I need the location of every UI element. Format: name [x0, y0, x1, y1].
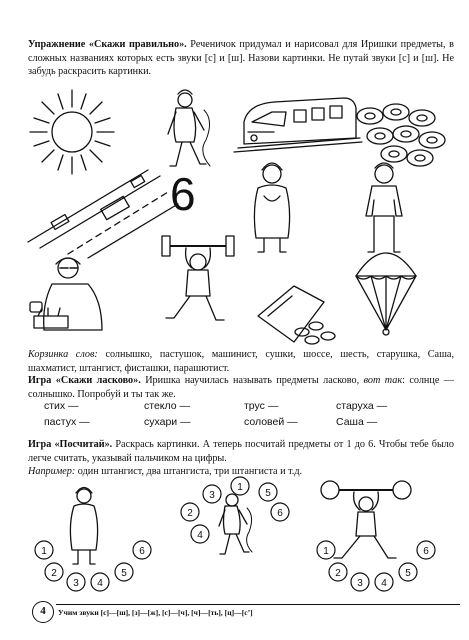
boy-icon — [365, 162, 403, 253]
game-affection-italic: вот так — [363, 375, 403, 386]
exercise-intro: Упражнение «Скажи правильно». Реченичок … — [28, 38, 454, 79]
number-circle: 4 — [190, 524, 210, 544]
number-circle: 2 — [180, 502, 200, 522]
exercise-title: Упражнение «Скажи правильно». — [28, 39, 187, 50]
example-label: Например: — [28, 466, 76, 478]
svg-text:5: 5 — [265, 488, 271, 499]
word-basket-list: солнышко, пастушок, машинист, сушки, шос… — [28, 349, 454, 374]
page-number: 4 — [32, 601, 54, 623]
footer-divider — [56, 604, 460, 605]
svg-text:6: 6 — [423, 546, 429, 557]
word-cell: соловей — — [244, 416, 298, 428]
svg-text:1: 1 — [237, 482, 243, 493]
svg-text:2: 2 — [51, 568, 57, 579]
game-affection-title: Игра «Скажи ласково». — [28, 375, 141, 386]
number-circle: 6 — [270, 502, 290, 522]
parachutist-icon — [355, 252, 417, 336]
number-circle: 2 — [328, 562, 348, 582]
number-circle: 3 — [66, 572, 86, 592]
svg-text:4: 4 — [97, 578, 103, 589]
number-circle: 2 — [44, 562, 64, 582]
pretzels-icon — [356, 103, 446, 167]
svg-text:5: 5 — [405, 568, 411, 579]
number-circle: 5 — [258, 482, 278, 502]
svg-text:3: 3 — [209, 490, 215, 501]
game-count: Игра «Посчитай». Раскрась картинки. А те… — [28, 438, 454, 479]
svg-text:1: 1 — [41, 546, 47, 557]
word-cell: пастух — — [44, 416, 90, 428]
counting-numbers-group-3: 1 2 3 4 5 6 — [316, 540, 436, 592]
game-affection: Игра «Скажи ласково». Иришка научилась н… — [28, 374, 454, 401]
weightlifter-small-icon — [320, 480, 412, 559]
word-basket-label: Корзинка слов: — [28, 349, 98, 360]
exercise-text: Реченичок придумал и нарисовал для Иришк… — [28, 39, 454, 78]
weightlifter-icon — [161, 235, 235, 321]
old-woman-small-icon — [69, 486, 99, 565]
svg-text:5: 5 — [121, 568, 127, 579]
number-circle: 1 — [316, 540, 336, 560]
pistachios-icon — [257, 285, 336, 345]
sun-icon — [29, 89, 115, 175]
footer-text: Учим звуки [с]—[ш], [з]—[ж], [с]—[ч], [ч… — [58, 608, 253, 617]
counting-numbers-group-2: 2 3 1 5 4 6 — [180, 476, 290, 544]
number-circle: 5 — [398, 562, 418, 582]
number-circle: 1 — [34, 540, 54, 560]
old-woman-icon — [253, 162, 291, 253]
counting-numbers-group-1: 1 2 3 4 5 6 — [34, 540, 152, 592]
train-icon — [233, 97, 363, 153]
svg-text:6: 6 — [277, 508, 283, 519]
svg-text:4: 4 — [381, 578, 387, 589]
number-circle: 4 — [90, 572, 110, 592]
number-circle: 3 — [350, 572, 370, 592]
word-cell: старуха — — [336, 400, 388, 412]
number-circle: 3 — [202, 484, 222, 504]
game-count-text: Раскрась картинки. А теперь посчитай пре… — [28, 439, 454, 464]
page-footer: 4 Учим звуки [с]—[ш], [з]—[ж], [с]—[ч], … — [28, 600, 460, 626]
svg-text:6: 6 — [139, 546, 145, 557]
word-basket: Корзинка слов: солнышко, пастушок, машин… — [28, 348, 454, 375]
svg-text:4: 4 — [197, 530, 203, 541]
highway-icon — [27, 169, 179, 259]
chess-player-icon — [29, 257, 103, 331]
svg-text:3: 3 — [357, 578, 363, 589]
number-circle: 1 — [230, 476, 250, 496]
number-circle: 6 — [416, 540, 436, 560]
counting-scene: 1 2 3 4 5 6 2 3 1 5 4 6 1 2 3 4 5 6 — [34, 476, 436, 592]
svg-text:2: 2 — [187, 508, 193, 519]
number-circle: 5 — [114, 562, 134, 582]
word-cell: стекло — — [144, 400, 190, 412]
word-cell: трус — — [244, 400, 279, 412]
word-cell: сухари — — [144, 416, 191, 428]
number-circle: 4 — [374, 572, 394, 592]
example-text: один штангист, два штангиста, три штанги… — [75, 466, 303, 478]
svg-text:3: 3 — [73, 578, 79, 589]
shepherd-small-icon — [218, 493, 253, 555]
picture-grid: 6 — [27, 89, 446, 345]
shepherd-icon — [167, 89, 211, 167]
svg-text:2: 2 — [335, 568, 341, 579]
word-cell: Саша — — [336, 416, 378, 428]
affection-word-grid: стих — стекло — трус — старуха — пастух … — [44, 400, 444, 434]
word-cell: стих — — [44, 400, 79, 412]
game-count-title: Игра «Посчитай». — [28, 439, 113, 450]
number-circle: 6 — [132, 540, 152, 560]
game-affection-text-a: Иришка научилась называть предметы ласко… — [140, 375, 364, 386]
number-six-picture: 6 — [170, 168, 196, 220]
svg-text:1: 1 — [323, 546, 329, 557]
game-affection-text-b: : солнце — солнышко. Попробуй и ты так ж… — [28, 375, 454, 400]
